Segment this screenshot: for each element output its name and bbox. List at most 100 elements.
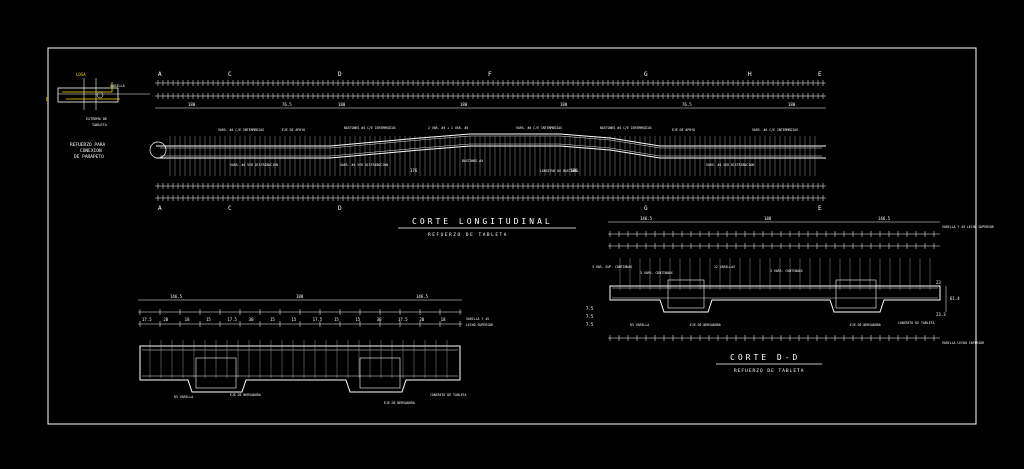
dd-title: CORTE D-D xyxy=(730,353,800,362)
longi-dim-bottom-2: 176 xyxy=(570,168,578,173)
ls-row-value: 15 xyxy=(291,317,296,322)
parapet-label-1: REFUERZO PARA xyxy=(70,142,106,148)
ls-row-value: 18 xyxy=(441,317,446,322)
dd-bottom-note-4: CONCRETO DE TABLETA xyxy=(898,321,935,325)
dd-right-note-2: VARILLA LECHO INFERIOR xyxy=(942,341,984,345)
ls-row-value: 30 xyxy=(249,317,254,322)
dd-bottom-ticks xyxy=(609,335,935,341)
dd-bottom-note-2: EJE DE NERVADURA xyxy=(690,323,721,327)
dd-subtitle: REFUERZO DE TABLETA xyxy=(734,368,804,374)
longi-dim-6: 76.5 xyxy=(682,102,692,107)
ls-row-value: 17.5 xyxy=(142,317,152,322)
dd-left-mark-1: 7.5 xyxy=(586,306,594,311)
ls-bottom-note-4: CONCRETO DE TABLETA xyxy=(430,393,467,397)
longitudinal-bottom-ticks xyxy=(157,183,824,201)
dd-top-dim: 180 xyxy=(764,216,772,221)
ls-row-value: 17.5 xyxy=(313,317,323,322)
ls-row-value: 18 xyxy=(185,317,190,322)
ls-row-value: 20 xyxy=(419,317,424,322)
longi-note-5: VARS. #4 C/E INTERMEDIAS xyxy=(516,126,562,130)
ls-row-value: 20 xyxy=(163,317,168,322)
dd-right-dim-1: 23 xyxy=(936,280,941,285)
dd-stirrups xyxy=(619,258,931,290)
dd-callout-2: 3 VARS. CONTINUAS xyxy=(640,271,673,275)
axis-label-e-bot: E xyxy=(818,205,822,212)
parapet-note-a: EXTREMO DE xyxy=(86,117,107,121)
ls-row-value: 17.5 xyxy=(398,317,408,322)
axis-label-a-top: A xyxy=(158,71,162,78)
dd-slab-outline xyxy=(609,285,941,313)
longi-note-2: EJE DE APOYO xyxy=(282,128,305,132)
longi-dim-3: 180 xyxy=(338,102,346,107)
longitudinal-stirrups xyxy=(169,136,816,176)
parapet-label-3: DE PARAPETO xyxy=(74,154,104,160)
parapet-detail: E LOSA VARILLA EXTREMO DE TABLETA REFUER… xyxy=(46,72,150,160)
longi-note-12: LONGITUD DE BASTONES xyxy=(540,169,578,173)
dd-callout-1: 3 VAR. SUP. CONTINUAS xyxy=(592,265,632,269)
longi-note-13: VARS. #4 VER DISTRIBUCION xyxy=(706,163,754,167)
longi-note-1: VARS. #4 C/E INTERMEDIAS xyxy=(218,128,264,132)
ls-top-dim-2: 180 xyxy=(296,294,304,299)
longi-note-9: VARS. #4 VER DISTRIBUCION xyxy=(230,163,278,167)
longi-note-3: BASTONES #4 C/E INTERMEDIAS xyxy=(344,126,396,130)
longitudinal-top-ticks xyxy=(157,80,824,99)
axis-label-d-top: D xyxy=(338,71,342,78)
ls-row-value: 30 xyxy=(377,317,382,322)
ls-top-ticks xyxy=(139,309,461,327)
ls-bottom-note-3: EJE DE NERVADURA xyxy=(384,401,415,405)
dd-left-mark-3: 7.5 xyxy=(586,322,594,327)
axis-label-c-top: C xyxy=(228,71,232,78)
dd-right-note-1: VARILLA Y 45 LECHO SUPERIOR xyxy=(942,225,994,229)
parapet-tag: E xyxy=(46,97,49,103)
longi-dim-2: 76.5 xyxy=(282,102,292,107)
dd-right-dim-2: 61.4 xyxy=(950,296,960,301)
dd-rib-left xyxy=(667,279,705,309)
longi-note-4: 2 VAR. #4 + 1 VAR. #5 xyxy=(428,126,468,130)
ls-rib-right xyxy=(359,357,401,389)
longi-dim-5: 180 xyxy=(560,102,568,107)
dd-left-dim: 146.5 xyxy=(640,216,653,221)
axis-label-g-bot: G xyxy=(644,205,648,212)
longi-note-10: VARS. #4 VER DISTRIBUCION xyxy=(340,163,388,167)
parapet-connection-mark xyxy=(149,141,167,159)
ls-row-value: 15 xyxy=(270,317,275,322)
ls-row-value: 15 xyxy=(355,317,360,322)
longi-dim-bottom-1: 176 xyxy=(410,168,418,173)
longitudinal-title: CORTE LONGITUDINAL xyxy=(412,217,553,226)
parapet-slab-label: LOSA xyxy=(76,72,86,77)
ls-stirrups xyxy=(149,340,448,378)
ls-bottom-note-1: D3 VARILLA xyxy=(174,395,193,399)
ls-bottom-note-2: EJE DE NERVADURA xyxy=(230,393,261,397)
axis-label-a-bot: A xyxy=(158,205,162,212)
dd-rib-right xyxy=(835,279,877,309)
dd-callout-4: 3 VARS. CONTINUAS xyxy=(770,269,803,273)
ls-top-dim-3: 146.5 xyxy=(416,294,429,299)
longi-note-8: VARS. #4 C/E INTERMEDIAS xyxy=(752,128,798,132)
axis-label-d-bot: D xyxy=(338,205,342,212)
dd-bottom-note-1: D3 VARILLA xyxy=(630,323,649,327)
dd-right-dim: 146.5 xyxy=(878,216,891,221)
longi-note-7: EJE DE APOYO xyxy=(672,128,695,132)
dd-left-mark-2: 7.5 xyxy=(586,314,594,319)
ls-row-value: 15 xyxy=(334,317,339,322)
axis-label-c-bot: C xyxy=(228,205,232,212)
longitudinal-section: A C D F G H E A C D G E 180 76.5 180 180… xyxy=(149,71,826,238)
parapet-note-b: TABLETA xyxy=(92,123,108,127)
dd-top-ticks xyxy=(609,231,935,249)
ls-slab-outline xyxy=(139,345,461,393)
axis-label-f-top: F xyxy=(488,71,492,78)
parapet-var-label: VARILLA xyxy=(110,84,126,88)
dd-right-dim-3: 23.3 xyxy=(936,312,946,317)
ls-row-value: 15 xyxy=(206,317,211,322)
longi-dim-7: 180 xyxy=(788,102,796,107)
longi-dim-4: 180 xyxy=(460,102,468,107)
longi-note-11: BASTONES #4 xyxy=(462,159,483,163)
dd-bottom-note-3: EJE DE NERVADURA xyxy=(850,323,881,327)
parapet-label-2: CONEXION xyxy=(80,148,102,154)
section-dd: 146.5 180 146.5 3 VAR. SUP. CONTINUAS 3 … xyxy=(586,216,994,374)
longi-note-6: BASTONES #4 C/E INTERMEDIAS xyxy=(600,126,652,130)
